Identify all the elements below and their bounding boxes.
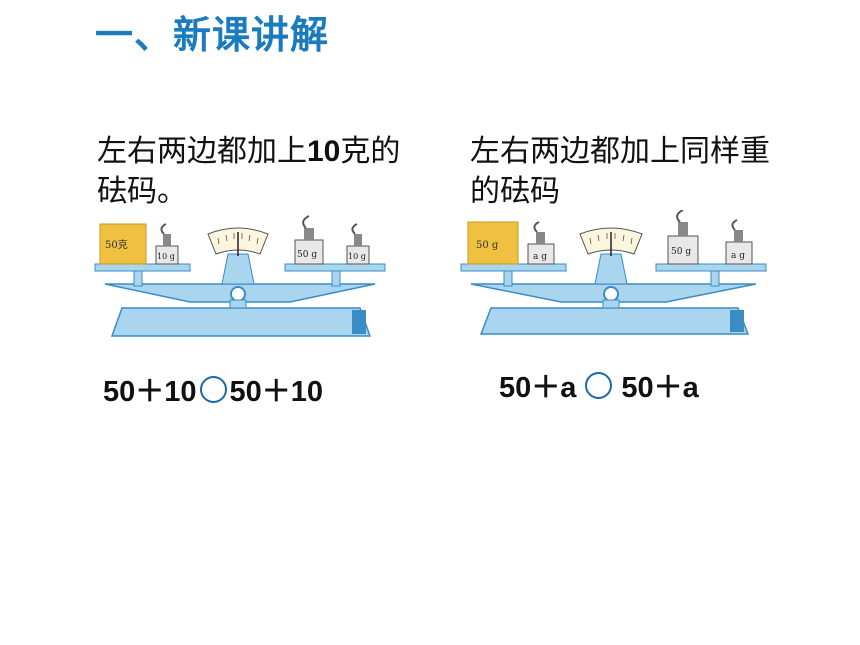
left-weight-label-right: a g bbox=[533, 252, 547, 262]
caption-left-prefix: 左右两边都加上 bbox=[97, 134, 307, 169]
comparison-circle-blank[interactable] bbox=[585, 371, 613, 399]
expression-left-side: 50＋10 bbox=[103, 376, 197, 408]
expression-right-side: 50＋10 bbox=[229, 376, 324, 408]
right-weight-1-right: 50 g bbox=[671, 247, 691, 257]
caption-right: 左右两边都加上同样重的砝码 bbox=[470, 134, 770, 209]
comparison-expression-left: 50＋10 50＋10 bbox=[103, 368, 323, 410]
right-weight-2-right: a g bbox=[731, 251, 745, 261]
caption-left-number: 10 bbox=[307, 135, 341, 168]
left-weight-label-left: 10 g bbox=[157, 252, 175, 261]
caption-left-suffix: 克的砝码。 bbox=[97, 134, 401, 209]
balance-scale-left: 50克 10 g 50 g 10 g bbox=[94, 215, 386, 337]
right-weight-1-left: 50 g bbox=[297, 250, 317, 260]
comparison-expression-right: 50＋a 50＋a bbox=[499, 364, 699, 406]
block-label-left: 50克 bbox=[105, 239, 128, 251]
expression-right-side: 50＋a bbox=[621, 372, 699, 404]
page-title: 一、新课讲解 bbox=[95, 13, 330, 57]
expression-left-side: 50＋a bbox=[499, 372, 577, 404]
block-label-right: 50 g bbox=[476, 240, 499, 251]
right-weight-2-left: 10 g bbox=[348, 252, 366, 261]
balance-scale-right: 50 g a g 50 g a g bbox=[460, 210, 767, 335]
caption-left: 左右两边都加上10克的砝码。 bbox=[97, 132, 417, 212]
comparison-circle-blank[interactable] bbox=[199, 375, 227, 403]
